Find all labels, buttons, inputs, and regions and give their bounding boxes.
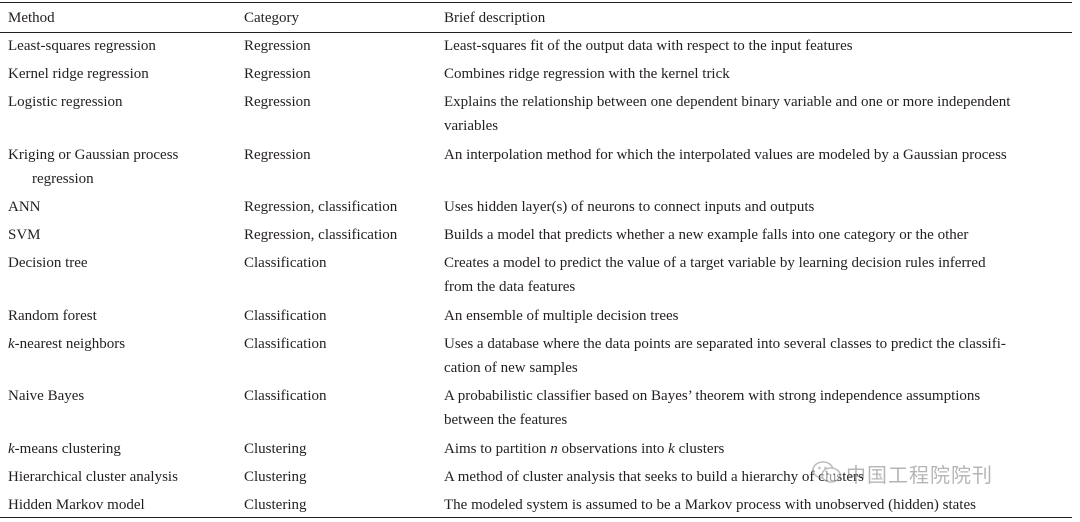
description-cell: An interpolation method for which the in…	[444, 147, 1007, 163]
category-cell: Regression, classification	[244, 199, 398, 215]
description-cell-line1: Uses a database where the data points ar…	[444, 336, 1006, 352]
description-text: clusters	[674, 441, 725, 457]
method-cell: Random forest	[8, 308, 97, 324]
description-cell-line1: Creates a model to predict the value of …	[444, 255, 986, 271]
description-cell-line2: cation of new samples	[444, 360, 578, 376]
category-cell: Classification	[244, 308, 327, 324]
description-cell: Aims to partition n observations into k …	[444, 437, 724, 461]
method-cell: Hierarchical cluster analysis	[8, 469, 178, 485]
method-cell: Decision tree	[8, 255, 88, 271]
category-cell: Classification	[244, 336, 327, 352]
description-cell-line1: Explains the relationship between one de…	[444, 94, 1011, 110]
description-cell-line2: between the features	[444, 412, 568, 428]
description-cell: Least-squares fit of the output data wit…	[444, 38, 853, 54]
description-cell: Combines ridge regression with the kerne…	[444, 66, 730, 82]
table-top-rule	[0, 2, 1072, 3]
method-cell: Kernel ridge regression	[8, 66, 149, 82]
header-method: Method	[8, 10, 55, 26]
description-cell: Uses hidden layer(s) of neurons to conne…	[444, 199, 815, 215]
method-rest: -nearest neighbors	[14, 336, 126, 352]
method-cell-line1: Kriging or Gaussian process	[8, 147, 179, 163]
description-cell: The modeled system is assumed to be a Ma…	[444, 497, 976, 513]
method-cell: Naive Bayes	[8, 388, 85, 404]
category-cell: Clustering	[244, 497, 307, 513]
header-category: Category	[244, 10, 299, 26]
description-text: Aims to partition	[444, 441, 551, 457]
table-header-rule	[0, 32, 1072, 33]
method-italic-k: k	[8, 441, 15, 457]
description-text: observations into	[557, 441, 669, 457]
method-cell-line2: regression	[32, 171, 94, 187]
category-cell: Regression	[244, 38, 311, 54]
description-cell: Builds a model that predicts whether a n…	[444, 227, 969, 243]
description-italic-n: n	[550, 441, 558, 457]
method-cell: k-means clustering	[8, 437, 121, 461]
description-italic-k: k	[668, 441, 675, 457]
description-cell-line2: variables	[444, 118, 499, 134]
category-cell: Clustering	[244, 441, 307, 457]
category-cell: Clustering	[244, 469, 307, 485]
description-cell: An ensemble of multiple decision trees	[444, 308, 679, 324]
method-cell: Logistic regression	[8, 94, 123, 110]
category-cell: Classification	[244, 388, 327, 404]
method-italic-k: k	[8, 336, 15, 352]
description-cell: A method of cluster analysis that seeks …	[444, 469, 864, 485]
method-cell: k-nearest neighbors	[8, 332, 125, 356]
category-cell: Regression	[244, 147, 311, 163]
wechat-icon	[812, 461, 841, 483]
category-cell: Classification	[244, 255, 327, 271]
watermark: 中国工程院院刊	[812, 458, 993, 488]
category-cell: Regression	[244, 66, 311, 82]
table-bottom-rule	[0, 517, 1072, 518]
category-cell: Regression	[244, 94, 311, 110]
method-cell: Least-squares regression	[8, 38, 156, 54]
header-description: Brief description	[444, 10, 546, 26]
method-cell: SVM	[8, 227, 41, 243]
description-cell-line2: from the data features	[444, 279, 576, 295]
watermark-text: 中国工程院院刊	[846, 462, 993, 487]
method-cell: ANN	[8, 199, 41, 215]
description-cell-line1: A probabilistic classifier based on Baye…	[444, 388, 981, 404]
method-rest: -means clustering	[14, 441, 121, 457]
method-cell: Hidden Markov model	[8, 497, 145, 513]
category-cell: Regression, classification	[244, 227, 398, 243]
